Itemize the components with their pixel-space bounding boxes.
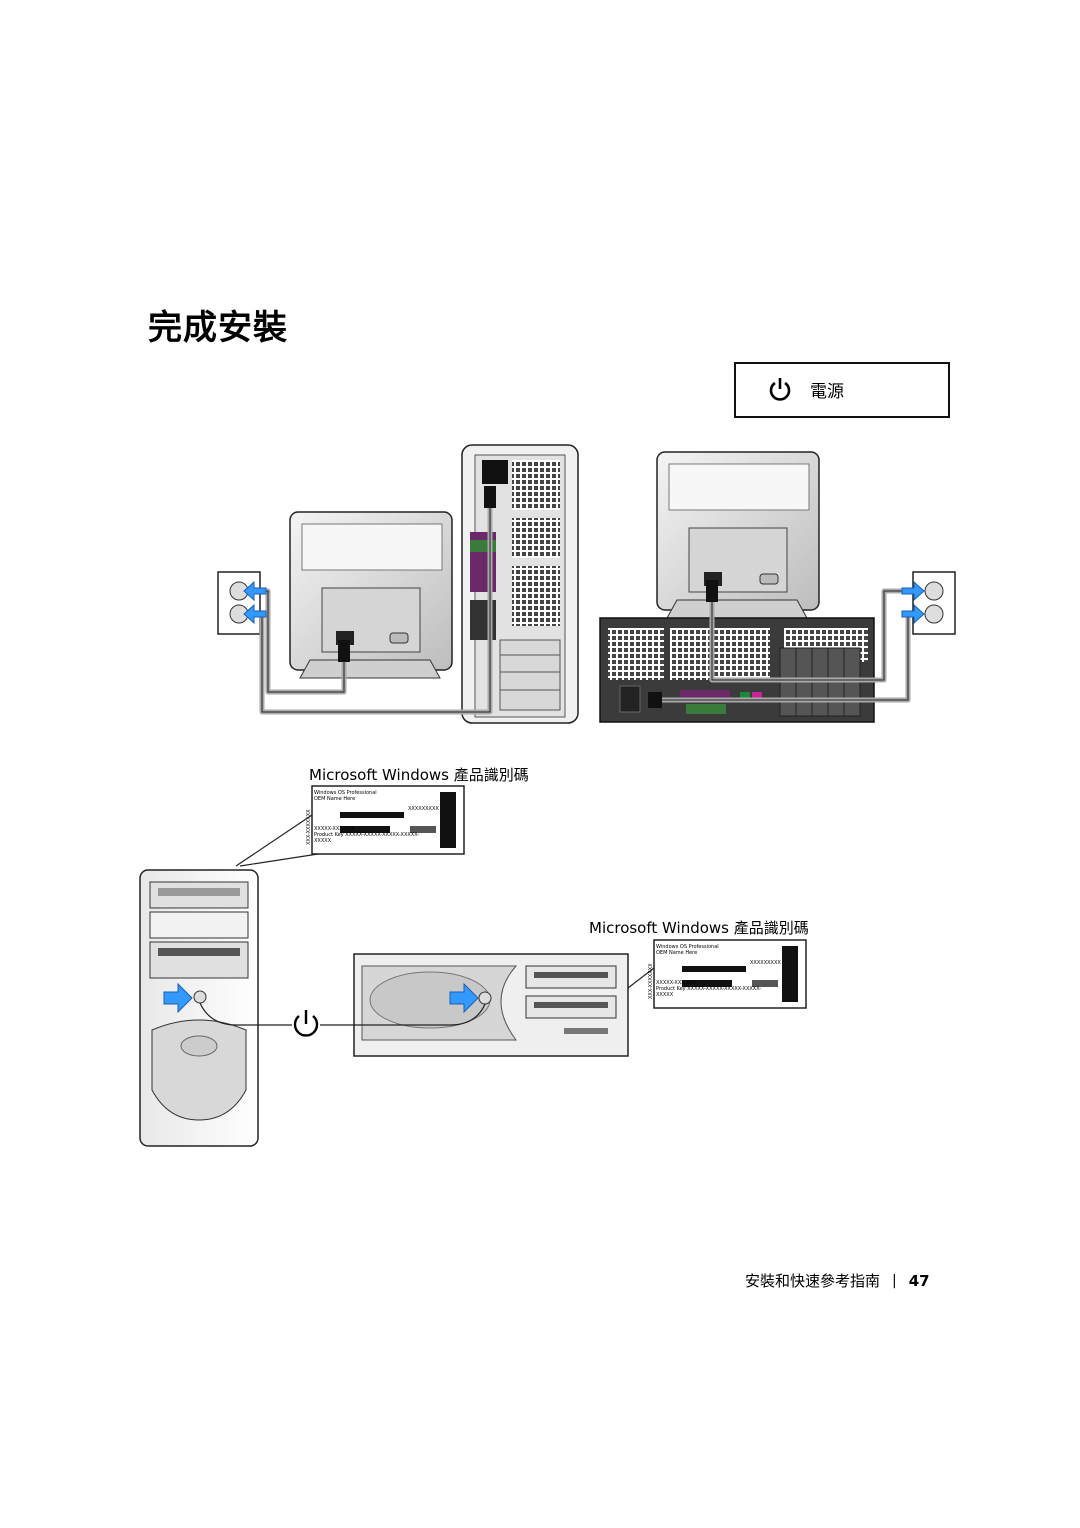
sticker-code-mid: XXXXX-XXX-XXX [314, 826, 355, 832]
wall-outlet-right [912, 571, 956, 635]
product-key-sticker-left [235, 785, 465, 867]
tower-computer-rear [461, 444, 579, 724]
sticker-text-left: Windows OS Professional OEM Name Here XX… [314, 790, 434, 844]
sticker-key-line: Product Key XXXXX-XXXXX-XXXXX-XXXXX-XXXX… [656, 986, 776, 998]
desktop-computer-rear [599, 617, 875, 723]
sticker-oem-line: OEM Name Here [314, 796, 356, 802]
footer-separator: | [892, 1272, 897, 1289]
blue-arrow-icon [163, 982, 479, 1014]
page-number: 47 [908, 1271, 930, 1290]
product-key-label-bottom: Microsoft Windows 產品識別碼 [589, 919, 809, 937]
cable-plugs [338, 486, 718, 708]
sticker-vertical-code: XXX-XXXXXXX [648, 963, 654, 999]
blue-arrow-icon [243, 580, 925, 625]
tower-computer-front [139, 869, 259, 1147]
guide-title: 安裝和快速參考指南 [745, 1272, 881, 1290]
sticker-key-value: XXXXX-XXXXX-XXXXX-XXXXX-XXXXX [314, 832, 420, 844]
sticker-text-right: Windows OS Professional OEM Name Here XX… [656, 944, 776, 998]
sticker-code-mid: XXXXX-XXX-XXX [656, 980, 697, 986]
sticker-code-small: XXXXXXXXX [408, 806, 439, 812]
monitor-right [656, 451, 820, 619]
power-legend-box [734, 362, 950, 418]
product-key-sticker-right [627, 939, 807, 1009]
sticker-os-line: Windows OS Professional [314, 790, 377, 796]
page-title: 完成安裝 [148, 308, 288, 348]
power-legend-label: 電源 [810, 382, 844, 402]
setup-illustration [139, 444, 956, 1147]
page-footer: 安裝和快速參考指南 | 47 [745, 1270, 930, 1291]
sticker-key-caption: Product Key [656, 986, 686, 992]
sticker-code-small: XXXXXXXXX [750, 960, 781, 966]
wall-outlet-left [217, 571, 261, 635]
monitor-left [289, 511, 453, 679]
sticker-key-caption: Product Key [314, 832, 344, 838]
power-icon [293, 1010, 319, 1037]
sticker-oem-line: OEM Name Here [656, 950, 698, 956]
sticker-os-line: Windows OS Professional [656, 944, 719, 950]
power-icon [769, 378, 791, 401]
product-key-label-top: Microsoft Windows 產品識別碼 [309, 766, 529, 784]
power-button-callout [199, 1002, 486, 1026]
sticker-vertical-code: XXX-XXXXXXX [306, 809, 312, 845]
sticker-key-line: Product Key XXXXX-XXXXX-XXXXX-XXXXX-XXXX… [314, 832, 434, 844]
desktop-computer-front [353, 953, 629, 1057]
sticker-key-value: XXXXX-XXXXX-XXXXX-XXXXX-XXXXX [656, 986, 762, 998]
